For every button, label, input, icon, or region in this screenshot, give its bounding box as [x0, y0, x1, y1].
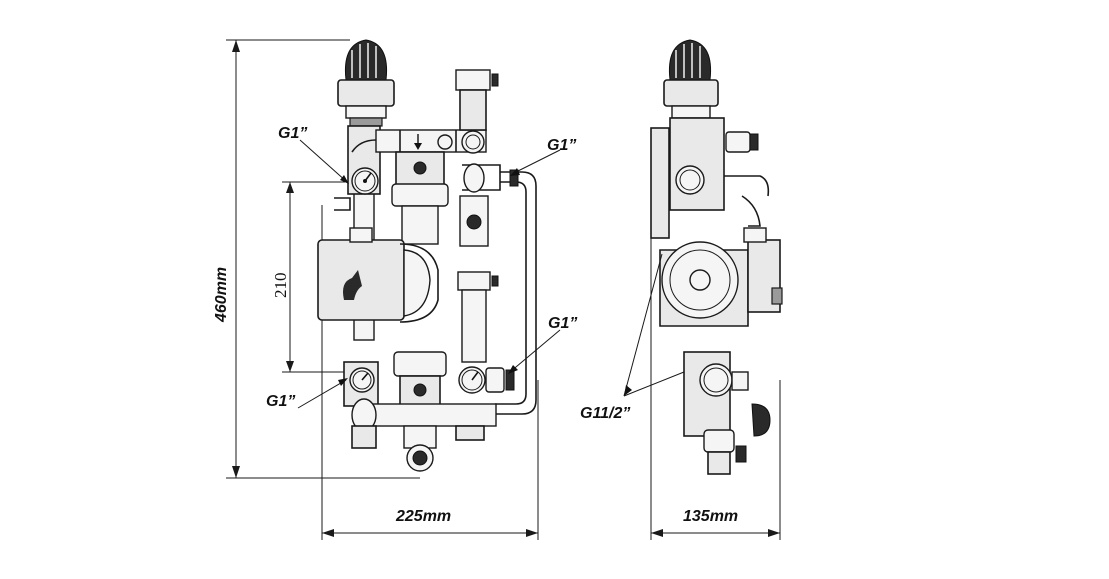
leader-lines	[297, 139, 685, 409]
g1-label-mid-right: G1”	[548, 315, 577, 332]
return-pipe-inner	[495, 181, 527, 405]
g1-label-top-left: G1”	[278, 125, 307, 142]
right-pipe-lower	[461, 289, 487, 363]
side-pump	[659, 227, 783, 327]
side-pump-terminal	[747, 239, 781, 313]
side-view	[650, 39, 783, 475]
front-width-label: 225mm	[395, 508, 451, 525]
side-back-plate	[650, 127, 670, 239]
return-pipe-outer	[495, 171, 537, 415]
labels: 460mm 210 225mm 135mm G1” G1” G1” G1” G1…	[213, 125, 738, 525]
center-valve-lower	[393, 351, 447, 377]
arrow-down	[232, 466, 240, 478]
side-lower-gauge-icon	[699, 363, 733, 397]
side-width-label: 135mm	[683, 508, 738, 525]
top-right-elbow	[463, 163, 485, 193]
air-vent-top	[455, 69, 491, 91]
right-pipe-upper	[459, 195, 489, 247]
circulation-pump	[317, 227, 439, 323]
side-thermostat-head	[663, 39, 719, 119]
side-drain-cap-icon	[751, 403, 771, 437]
lower-right-gauge	[458, 366, 515, 394]
return-gauge	[349, 367, 375, 393]
side-upper-body	[669, 117, 725, 211]
supply-gauge	[351, 167, 379, 195]
front-view	[317, 39, 537, 472]
bypass-knob-icon	[437, 134, 453, 150]
bottom-manifold	[355, 403, 497, 427]
bypass-arrow-icon	[414, 134, 422, 150]
pump-rotation-icon	[343, 270, 362, 300]
g1-label-top-right: G1”	[547, 137, 576, 154]
pump-spacing-label: 210	[271, 273, 290, 299]
thermostat-head	[337, 39, 395, 127]
g11-2-label: G11/2”	[580, 405, 630, 422]
pump-motor	[317, 239, 405, 321]
g1-label-bottom-left: G1”	[266, 393, 295, 410]
top-right-gauge-icon	[461, 130, 485, 154]
arrow-up	[232, 40, 240, 52]
height-label: 460mm	[213, 267, 230, 323]
right-pipe-joint	[457, 271, 491, 291]
